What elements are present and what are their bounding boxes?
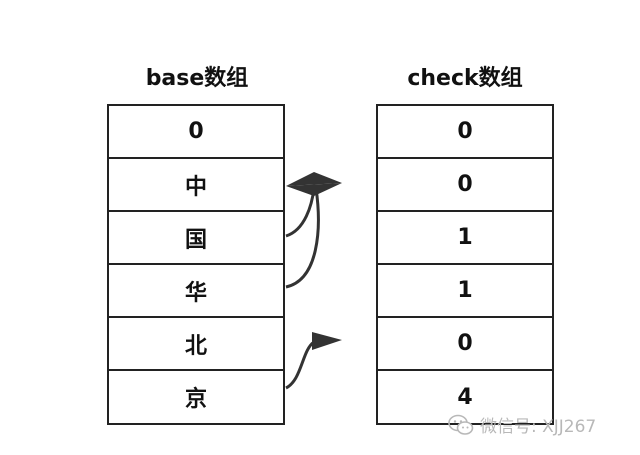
watermark: 微信号: XJJ267 (448, 412, 596, 437)
check-cell-4: 0 (378, 318, 552, 371)
arrowhead-check-1 (286, 172, 342, 186)
check-cell-1: 0 (378, 159, 552, 212)
arrowhead-check-1-lower (286, 183, 342, 196)
base-cell-5: 京 (184, 387, 207, 412)
base-cell-4: 北 (109, 318, 283, 371)
base-cell-3: 华 (109, 265, 283, 318)
arrow-curve-guo (285, 187, 316, 238)
arrow-curve-jing (285, 340, 316, 390)
check-array-title: check数组 (407, 66, 523, 91)
base-cell-2: 国 (109, 212, 283, 265)
check-cell-0: 0 (378, 106, 552, 159)
arrow-curve-hua (285, 187, 320, 289)
base-cell-1: 中 (109, 159, 283, 212)
base-array-title: base数组 (145, 66, 249, 91)
base-array: 0 中 国 华 北 京 (107, 104, 285, 425)
wechat-icon (448, 414, 474, 435)
base-cell-0: 0 (109, 106, 283, 159)
check-cell-5: 4 (457, 384, 473, 410)
check-array: 0 0 1 1 0 4 (376, 104, 554, 425)
arrowhead-check-4 (312, 332, 342, 350)
check-cell-2: 1 (378, 212, 552, 265)
watermark-text: 微信号: XJJ267 (480, 417, 597, 437)
check-cell-3: 1 (378, 265, 552, 318)
